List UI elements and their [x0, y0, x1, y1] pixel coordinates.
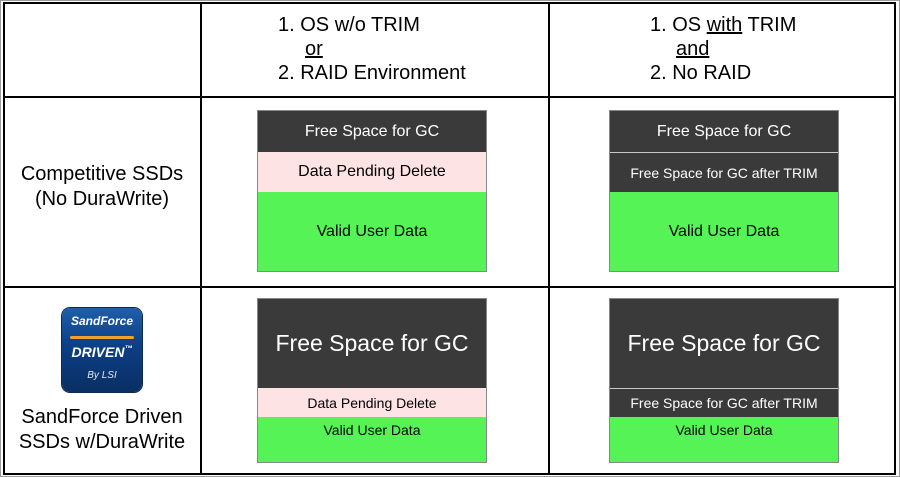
block-valid-user-data: Valid User Data — [610, 192, 838, 271]
stack-r1c2: Free Space for GC Free Space for GC afte… — [609, 110, 839, 272]
block-free-space-gc: Free Space for GC — [258, 111, 486, 152]
grid-line-v1 — [3, 2, 5, 475]
stack-r2c2: Free Space for GC Free Space for GC afte… — [609, 298, 839, 463]
block-valid-user-data: Valid User Data — [610, 417, 838, 462]
grid-line-h3 — [3, 286, 896, 288]
row1-label: Competitive SSDs (No DuraWrite) — [5, 162, 199, 212]
sandforce-driven-logo: SandForce DRIVEN™ By LSI — [62, 308, 142, 392]
block-free-space-gc: Free Space for GC — [610, 111, 838, 152]
stack-r1c1: Free Space for GC Data Pending Delete Va… — [257, 110, 487, 272]
row2-label-line1: SandForce Driven — [21, 406, 183, 428]
grid-line-h1 — [3, 2, 896, 4]
header-col2-and: and — [676, 38, 710, 60]
row1-label-line1: Competitive SSDs — [20, 163, 184, 185]
logo-swoosh — [70, 336, 134, 339]
block-free-space-after-trim: Free Space for GC after TRIM — [610, 152, 838, 192]
header-col1: 1. OS w/o TRIM or 2. RAID Environment — [278, 13, 498, 87]
row2-label: SandForce Driven SSDs w/DuraWrite — [5, 405, 199, 455]
header-col1-line1: 1. OS w/o TRIM — [278, 14, 420, 36]
grid-line-h2 — [3, 96, 896, 98]
header-col2: 1. OS with TRIM and 2. No RAID — [650, 13, 870, 87]
block-valid-user-data: Valid User Data — [258, 417, 486, 462]
block-free-space-gc: Free Space for GC — [258, 299, 486, 388]
stack-r2c1: Free Space for GC Data Pending Delete Va… — [257, 298, 487, 463]
row1-label-line2: (No DuraWrite) — [34, 188, 170, 210]
grid-line-v4 — [894, 2, 896, 475]
logo-brand: SandForce — [70, 314, 133, 328]
grid-line-h4 — [3, 473, 896, 475]
block-free-space-after-trim: Free Space for GC after TRIM — [610, 388, 838, 417]
header-col2-line3: 2. No RAID — [650, 62, 752, 84]
logo-word: DRIVEN™ — [62, 344, 142, 360]
header-col1-or: or — [305, 38, 323, 60]
header-col1-line3: 2. RAID Environment — [278, 62, 466, 84]
header-col2-line1-pre: 1. OS — [650, 14, 707, 36]
block-data-pending-delete: Data Pending Delete — [258, 152, 486, 192]
logo-word-text: DRIVEN — [71, 344, 125, 360]
block-data-pending-delete: Data Pending Delete — [258, 388, 486, 417]
header-col2-line1-post: TRIM — [742, 14, 797, 36]
logo-tm: ™ — [124, 344, 133, 353]
block-free-space-gc: Free Space for GC — [610, 299, 838, 388]
header-col2-with: with — [706, 14, 743, 36]
row2-label-line2: SSDs w/DuraWrite — [18, 431, 186, 453]
grid-line-v2 — [200, 2, 202, 475]
header-col2-line1: 1. OS with TRIM — [650, 13, 796, 37]
block-valid-user-data: Valid User Data — [258, 192, 486, 271]
logo-by: By LSI — [87, 370, 117, 381]
grid-line-v3 — [548, 2, 550, 475]
